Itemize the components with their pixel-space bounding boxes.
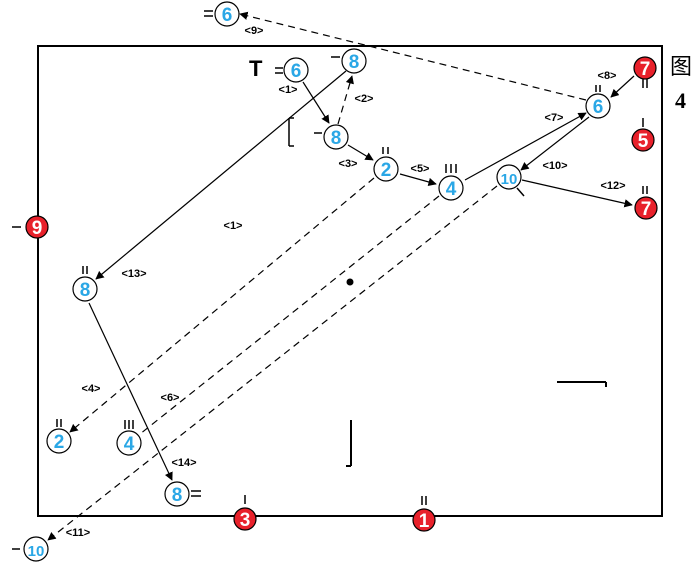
path-11	[47, 185, 498, 541]
figure-label-char: 图	[670, 54, 693, 79]
marker-number: 6	[593, 97, 604, 118]
marker-blue-8: 8	[72, 276, 98, 302]
marker-blue-2: 2	[46, 428, 72, 454]
marker-number: 6	[291, 61, 302, 82]
marker-red-3: 3	[233, 507, 257, 531]
path-label-l10: <10>	[542, 160, 567, 172]
path-label-l9: <9>	[245, 25, 264, 37]
path-label-l8: <8>	[598, 70, 617, 82]
marker-number: 6	[222, 5, 233, 26]
path-7	[464, 112, 587, 181]
marker-number: 5	[638, 131, 649, 152]
marker-red-7: 7	[634, 196, 658, 220]
t-symbol: T	[249, 56, 263, 81]
room-boundary	[37, 45, 663, 517]
path-label-l1a: <1>	[279, 84, 298, 96]
marker-blue-8: 8	[341, 48, 367, 74]
path-1	[302, 81, 330, 124]
tick-symbols	[12, 10, 648, 550]
path-5	[399, 173, 437, 187]
figure-label-number: 4	[675, 88, 686, 113]
marker-number: 1	[419, 511, 430, 532]
path-12	[521, 179, 633, 208]
marker-number: 10	[501, 171, 518, 188]
marker-number: 3	[240, 510, 251, 531]
path-label-l1b: <1>	[224, 220, 243, 232]
marker-number: 7	[641, 199, 652, 220]
path-label-l7: <7>	[545, 112, 564, 124]
marker-number: 8	[80, 280, 91, 301]
marker-blue-8: 8	[164, 481, 190, 507]
marker-number: 4	[124, 434, 135, 455]
path-label-l3: <3>	[339, 158, 358, 170]
marker-blue-10: 10	[496, 164, 522, 190]
marker-blue-4: 4	[116, 430, 142, 456]
position-markers: 6 6 8 8 2 4 10 6 8 2 4 8 10 7 5 7 9 3 1	[23, 1, 658, 562]
marker-blue-10: 10	[23, 536, 49, 562]
marker-number: 10	[28, 543, 45, 560]
path-label-l5: <5>	[411, 163, 430, 175]
marker-red-7: 7	[633, 56, 657, 80]
marker-blue-8: 8	[323, 124, 349, 150]
path-4	[69, 177, 375, 433]
solid-paths	[88, 70, 635, 481]
marker-number: 8	[331, 128, 342, 149]
marker-red-5: 5	[631, 128, 655, 152]
path-label-l12: <12>	[600, 180, 625, 192]
marker-blue-6: 6	[214, 1, 240, 27]
dashed-paths	[47, 11, 587, 541]
path-label-l4: <4>	[82, 383, 101, 395]
path-6	[139, 195, 440, 435]
path-14	[88, 302, 173, 481]
marker-red-9: 9	[25, 215, 49, 239]
path-2	[337, 75, 354, 125]
marker-number: 2	[381, 160, 392, 181]
marker-number: 8	[172, 485, 183, 506]
marker-blue-6: 6	[283, 57, 309, 83]
path-label-l13: <13>	[121, 268, 146, 280]
path-3	[347, 144, 374, 161]
center-dot	[346, 278, 354, 286]
marker-blue-2: 2	[373, 156, 399, 182]
marker-red-1: 1	[412, 508, 436, 532]
marker-blue-6: 6	[585, 93, 611, 119]
path-label-l14: <14>	[171, 457, 196, 469]
path-labels: <9> <1> <2> <3> <5> <7> <8> <10> <12> <1> <13> <4> <…	[66, 25, 626, 539]
path-10	[520, 116, 590, 171]
path-label-l6: <6>	[161, 392, 180, 404]
marker-number: 2	[54, 432, 65, 453]
marker-number: 8	[349, 52, 360, 73]
path-8	[610, 75, 635, 98]
marker-number: 9	[32, 218, 43, 239]
marker-number: 7	[640, 59, 651, 80]
path-13	[95, 70, 347, 280]
path-label-l2: <2>	[355, 93, 374, 105]
marker-number: 4	[446, 179, 457, 200]
marker-blue-4: 4	[438, 175, 464, 201]
path-label-l11: <11>	[66, 527, 90, 539]
